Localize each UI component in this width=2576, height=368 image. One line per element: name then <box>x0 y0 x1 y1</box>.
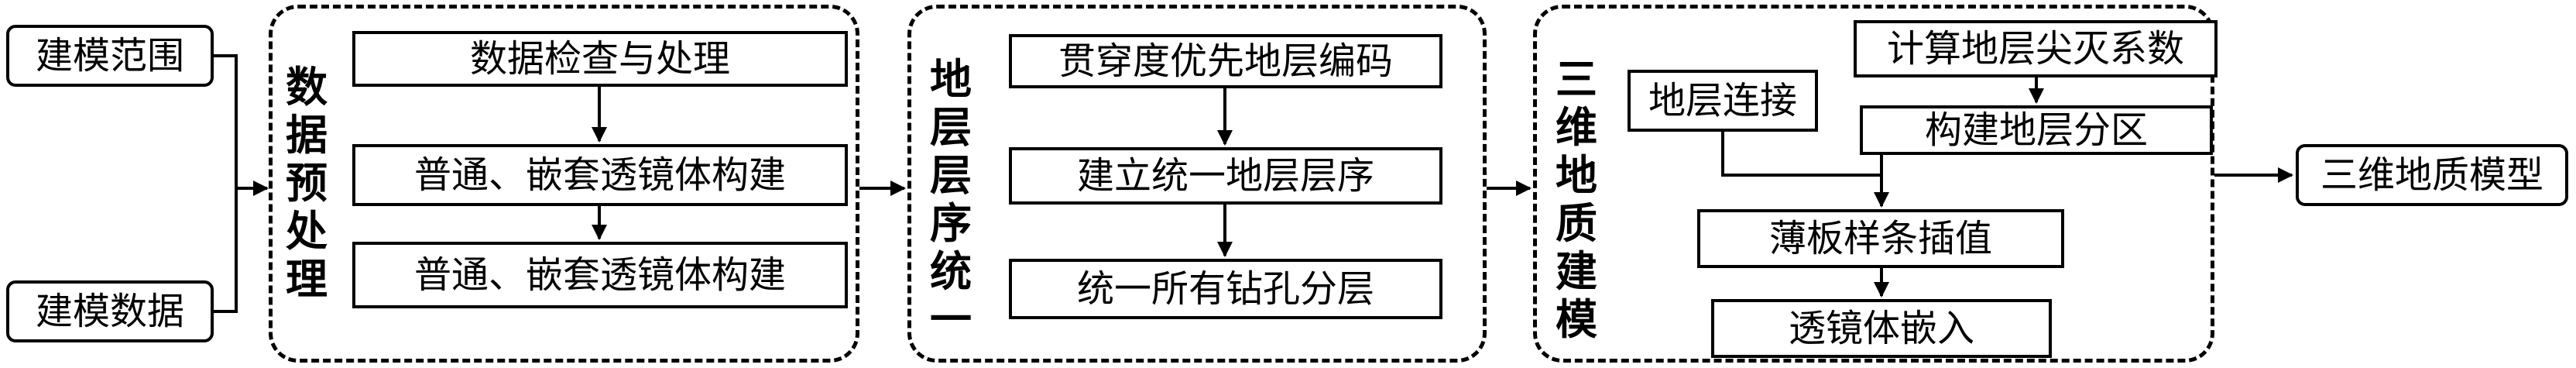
input-modeling-data: 建模数据 <box>6 280 214 342</box>
preprocess-step-1: 数据检查与处理 <box>352 31 848 87</box>
modeling-group <box>1533 5 2214 363</box>
unify-step-3: 统一所有钻孔分层 <box>1009 259 1442 319</box>
connect-line <box>1721 132 1881 177</box>
modeling-title: 三维地质建模 <box>1556 55 1597 345</box>
unify-title: 地层层序统一 <box>930 55 972 345</box>
output-3d-model: 三维地质模型 <box>2296 144 2568 206</box>
modeling-lens: 透镜体嵌入 <box>1711 299 2052 358</box>
preprocess-title: 数据预处理 <box>286 63 328 304</box>
modeling-spline: 薄板样条插值 <box>1697 209 2064 268</box>
unify-group <box>907 5 1487 363</box>
preprocess-group <box>269 5 859 363</box>
modeling-connect: 地层连接 <box>1628 70 1818 132</box>
preprocess-step-3: 普通、嵌套透镜体构建 <box>352 242 848 308</box>
data-connector <box>214 188 238 313</box>
preprocess-step-2: 普通、嵌套透镜体构建 <box>352 144 848 206</box>
modeling-partition: 构建地层分区 <box>1860 105 2213 155</box>
modeling-pinchout: 计算地层尖灭系数 <box>1854 20 2218 77</box>
input-modeling-range: 建模范围 <box>6 25 214 87</box>
unify-step-2: 建立统一地层层序 <box>1009 147 1442 205</box>
unify-step-1: 贯穿度优先地层编码 <box>1009 34 1442 88</box>
range-connector <box>214 54 238 188</box>
